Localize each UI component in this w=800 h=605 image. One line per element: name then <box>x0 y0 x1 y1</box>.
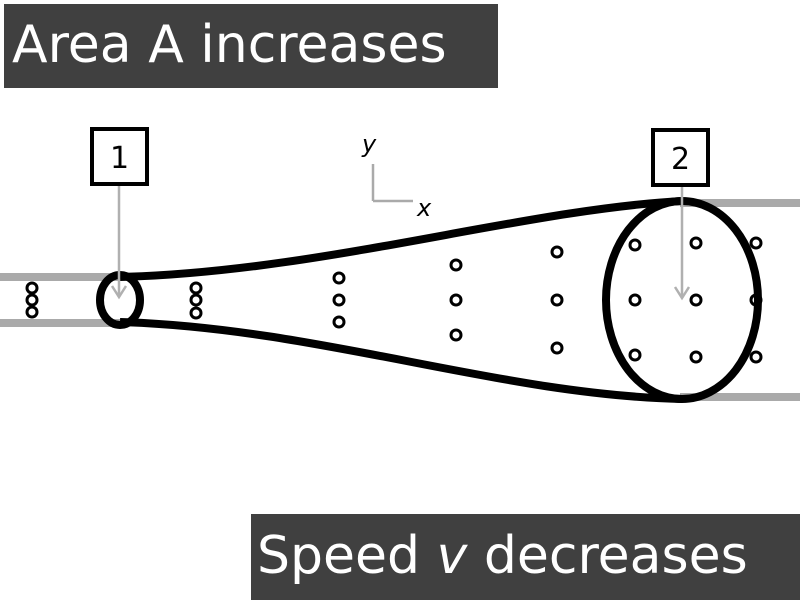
particle <box>749 293 763 307</box>
tube-top-edge <box>119 197 683 281</box>
particle <box>628 348 642 362</box>
particle <box>189 306 203 320</box>
particle <box>332 315 346 329</box>
particle <box>332 293 346 307</box>
particle <box>689 293 703 307</box>
particle <box>189 293 203 307</box>
particle <box>628 238 642 252</box>
particle <box>25 293 39 307</box>
particle <box>749 350 763 364</box>
particles <box>25 236 763 364</box>
section-2-label: 2 <box>671 142 690 177</box>
particle <box>25 305 39 319</box>
particle <box>25 281 39 295</box>
tube-bottom-edge <box>119 318 683 403</box>
banner-text-pre: Speed <box>257 526 437 586</box>
section-1-arrow-head <box>110 285 128 300</box>
particle <box>689 350 703 364</box>
particle <box>689 236 703 250</box>
section-2-box <box>651 128 710 187</box>
section-1-label: 1 <box>110 141 129 176</box>
section-1-box <box>90 127 149 186</box>
particle <box>749 236 763 250</box>
axis-indicator: y x <box>361 130 432 222</box>
particle <box>550 245 564 259</box>
speed-variable: v <box>436 526 468 586</box>
area-increases-banner: Area A increases <box>4 4 498 88</box>
y-axis-label: y <box>361 130 377 158</box>
section-2-arrow-head <box>673 286 691 301</box>
banner-text-post: decreases <box>467 526 748 586</box>
particle <box>189 281 203 295</box>
particle <box>550 293 564 307</box>
speed-decreases-banner: Speed v decreases <box>251 514 800 600</box>
particle <box>332 271 346 285</box>
particle <box>449 293 463 307</box>
x-axis-label: x <box>416 194 432 222</box>
particle <box>550 341 564 355</box>
particle <box>449 328 463 342</box>
particle <box>449 258 463 272</box>
particle <box>628 293 642 307</box>
